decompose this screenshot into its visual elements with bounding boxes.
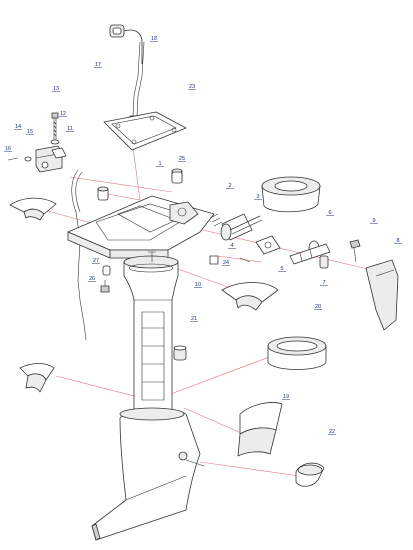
callout-number: 7 [322, 280, 325, 286]
callout-number: 5 [280, 266, 283, 272]
callout-number: 4 [230, 243, 233, 249]
callout-5: 5 [278, 266, 286, 272]
callout-2: 2 [226, 183, 234, 189]
callout-25: 25 [178, 156, 186, 162]
callout-27: 27 [92, 258, 100, 264]
part-12-washer [50, 139, 60, 145]
callout-8: 8 [394, 238, 402, 244]
part-7-shaft [289, 243, 331, 269]
callout-4: 4 [228, 243, 236, 249]
callout-21: 21 [190, 316, 198, 322]
part-8-handle [365, 259, 399, 331]
callout-number: 11 [67, 126, 73, 132]
callout-22: 22 [328, 429, 336, 435]
assembly-line [69, 176, 173, 193]
callout-number: 19 [283, 394, 289, 400]
callout-6: 6 [326, 210, 334, 216]
part-adapter-plate [67, 168, 215, 259]
callout-24: 24 [222, 260, 230, 266]
part-9-screw [349, 239, 361, 263]
part-2-spring [209, 213, 223, 227]
part-4-shaft [229, 215, 263, 235]
assembly-line [183, 407, 249, 437]
part-16-pin [7, 157, 19, 161]
callout-7: 7 [320, 280, 328, 286]
callout-23: 23 [188, 84, 196, 90]
part-23-gasket [103, 111, 187, 151]
callout-11: 11 [66, 126, 74, 132]
part-27-spacer [102, 265, 111, 276]
callout-3: 3 [254, 194, 262, 200]
part-25-nut [171, 171, 183, 184]
part-21-grommet [173, 345, 187, 361]
callout-number: 2 [228, 183, 231, 189]
callout-13: 13 [52, 86, 60, 92]
callout-number: 21 [191, 316, 197, 322]
callout-number: 18 [151, 36, 157, 42]
callout-14: 14 [14, 124, 22, 130]
callout-number: 25 [179, 156, 185, 162]
assembly-line [131, 139, 141, 201]
callout-number: 24 [223, 260, 229, 266]
callout-19: 19 [282, 394, 290, 400]
part-22-cap [295, 462, 325, 487]
assembly-line [55, 375, 143, 399]
assembly-line [217, 255, 263, 263]
callout-number: 22 [329, 429, 335, 435]
part-19-cover [237, 402, 283, 457]
part-13-bolt [51, 112, 59, 140]
callout-number: 23 [189, 84, 195, 90]
part-17-grommet [109, 24, 143, 64]
part-callouts: 1234567891011121314151617181920212223242… [4, 36, 402, 435]
callout-26: 26 [88, 276, 96, 282]
assembly-line [199, 461, 301, 477]
part-20-mount [267, 336, 327, 370]
callout-number: 27 [93, 258, 99, 264]
part-10-fan [221, 282, 279, 311]
part-left-scoop [19, 363, 55, 393]
callout-number: 16 [5, 146, 11, 152]
callout-number: 26 [89, 276, 95, 282]
part-lower-unit [91, 407, 205, 541]
callout-number: 3 [256, 194, 259, 200]
callout-number: 12 [60, 111, 66, 117]
callout-20: 20 [314, 304, 322, 310]
callout-9: 9 [370, 218, 378, 224]
callout-16: 16 [4, 146, 12, 152]
assembly-line [107, 193, 141, 201]
callout-number: 9 [372, 218, 375, 224]
callout-number: 15 [27, 129, 33, 135]
callout-number: 14 [15, 124, 21, 130]
callout-17: 17 [94, 62, 102, 68]
part-11-bracket [35, 145, 67, 173]
callout-10: 10 [194, 282, 202, 288]
callout-number: 20 [315, 304, 321, 310]
callout-number: 8 [396, 238, 399, 244]
part-14-wire [71, 169, 87, 341]
callout-number: 13 [53, 86, 59, 92]
part-big-ring [261, 176, 321, 213]
part-5-lever [255, 235, 281, 255]
callout-number: 1 [158, 161, 161, 167]
callout-18: 18 [150, 36, 158, 42]
part-26-bolt [100, 280, 110, 293]
callout-12: 12 [59, 111, 67, 117]
part-main-column [123, 251, 179, 411]
callout-15: 15 [26, 129, 34, 135]
assembly-line [159, 355, 273, 399]
callout-number: 10 [195, 282, 201, 288]
part-15-washer [24, 156, 32, 162]
callout-number: 6 [328, 210, 331, 216]
callout-number: 17 [95, 62, 101, 68]
part-24-fitting [209, 255, 251, 265]
callout-1: 1 [156, 161, 164, 167]
part-left-shroud [9, 197, 57, 221]
